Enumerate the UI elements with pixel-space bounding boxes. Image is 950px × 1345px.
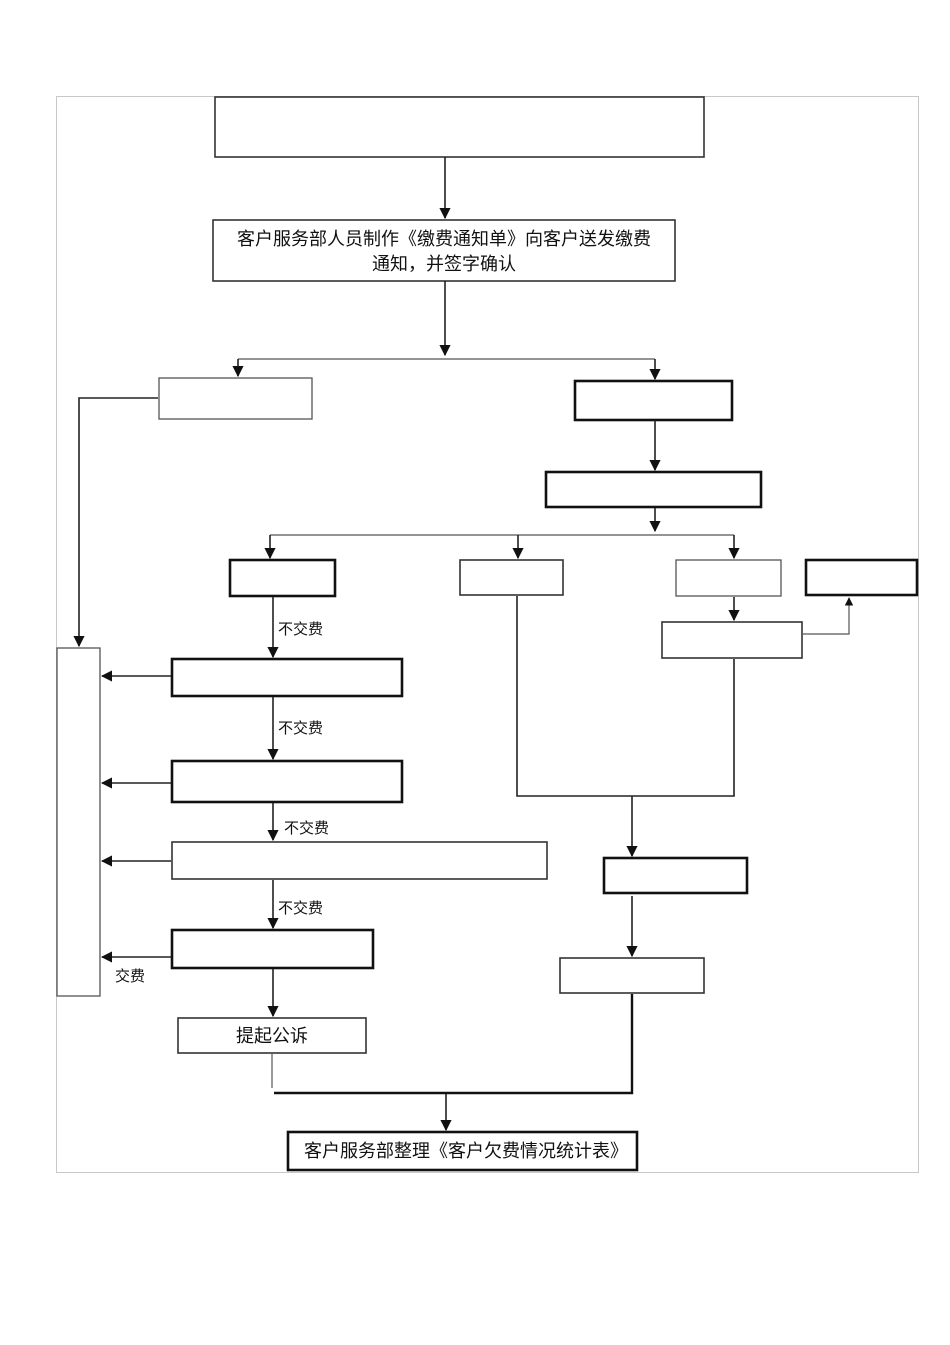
right-sub-box <box>544 470 763 509</box>
merge1-box <box>602 856 749 895</box>
option-c-next-box <box>661 621 803 659</box>
right-branch-box <box>573 379 734 422</box>
notice-box: 客户服务部人员制作《缴费通知单》向客户送发缴费 通知，并签字确认 <box>212 219 676 282</box>
line-merge2-down <box>274 994 634 1095</box>
step2-box <box>170 759 404 804</box>
label-not-paid-2: 不交费 <box>278 719 323 737</box>
step1-box <box>170 657 404 698</box>
label-not-paid-4: 不交费 <box>278 899 323 917</box>
paid-collector-box <box>56 647 101 997</box>
arrow-left-branch-to-collector <box>73 397 158 648</box>
step4-box <box>170 928 375 970</box>
label-not-paid-1: 不交费 <box>278 620 323 638</box>
option-c-box <box>675 559 782 597</box>
option-b-box <box>459 559 564 596</box>
line-option-b-down <box>516 596 735 797</box>
label-paid: 交费 <box>115 967 145 985</box>
option-d-box <box>804 558 919 597</box>
notice-text-line1: 客户服务部人员制作《缴费通知单》向客户送发缴费 <box>237 229 651 250</box>
option-a-box <box>228 558 337 598</box>
notice-text-line2: 通知，并签字确认 <box>372 254 516 275</box>
arrow-option-c-next-to-d <box>802 597 854 635</box>
label-not-paid-3: 不交费 <box>284 819 329 837</box>
merge2-box <box>559 957 705 994</box>
step3-box <box>171 841 548 880</box>
left-branch-box <box>158 377 313 420</box>
lawsuit-text: 提起公诉 <box>236 1026 308 1047</box>
final-text: 客户服务部整理《客户欠费情况统计表》 <box>304 1141 628 1162</box>
final-box: 客户服务部整理《客户欠费情况统计表》 <box>286 1130 639 1172</box>
top-box <box>214 96 705 158</box>
lawsuit-box: 提起公诉 <box>177 1017 367 1054</box>
